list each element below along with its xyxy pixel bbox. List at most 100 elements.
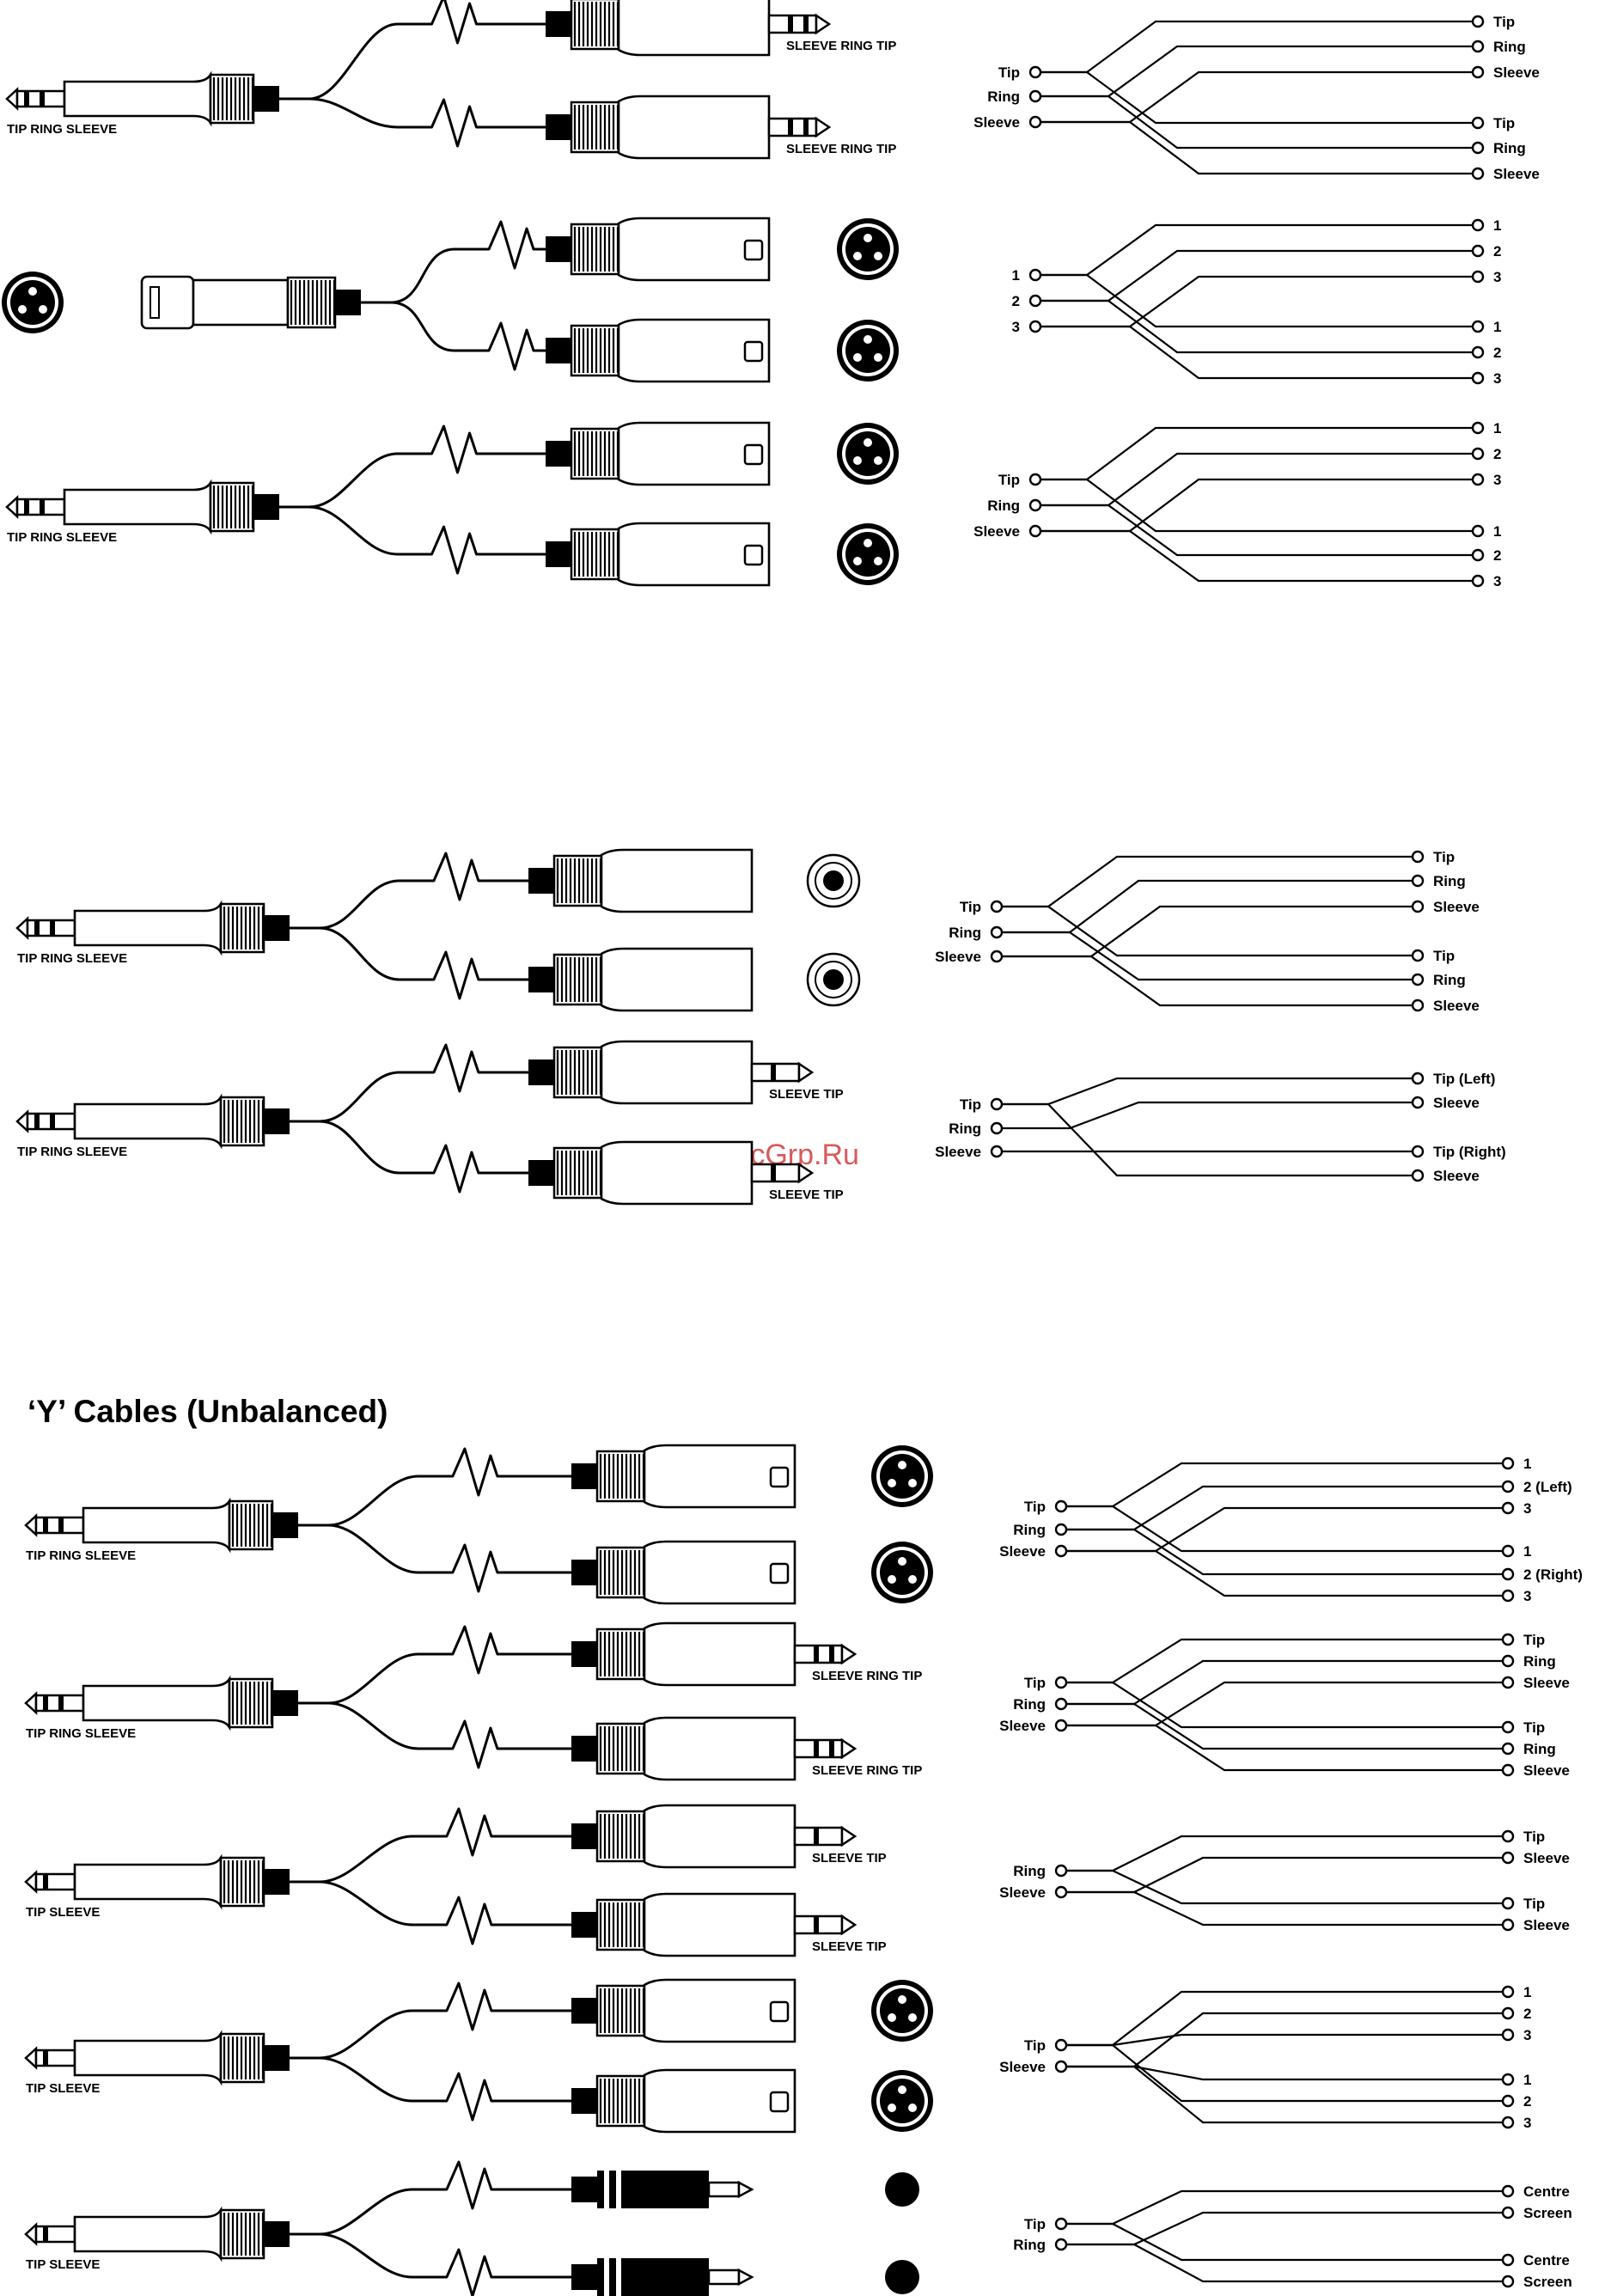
- wiring-right-pin-label: Tip: [1493, 115, 1515, 131]
- branch-connector-lower-u-ts-to-2ts: [571, 1892, 857, 1957]
- jack-socket-face-icon: [806, 952, 861, 1007]
- source-connector-u-ts-to-2ts: [24, 1853, 290, 1910]
- branch-connector-caption: SLEEVE RING TIP: [812, 1669, 922, 1683]
- branch-cable-upper: [390, 220, 546, 304]
- branch-connector-caption: SLEEVE RING TIP: [812, 1763, 922, 1778]
- jack-socket-face-icon: [806, 853, 861, 908]
- branch-connector-caption: SLEEVE TIP: [812, 1851, 887, 1865]
- wiring-left-pin-label: Sleeve: [999, 2059, 1046, 2075]
- wiring-right-pin-label: Sleeve: [1523, 1850, 1570, 1866]
- wiring-right-pin-label: Tip: [1523, 1829, 1545, 1845]
- wiring-left-pin-label: Sleeve: [973, 114, 1020, 131]
- branch-connector-upper-trs-to-2trs: [546, 0, 832, 57]
- source-connector-trs-to-2jack-socket: [15, 900, 290, 956]
- source-connector-caption: TIP RING SLEEVE: [17, 1145, 127, 1159]
- wiring-right-pin-label: Tip: [1433, 948, 1455, 964]
- xlr-male-face-icon: [837, 320, 899, 382]
- source-connector-xlrf-to-2xlrm: [140, 275, 361, 330]
- wiring-left-pin-label: Sleeve: [935, 1144, 981, 1160]
- xlr-male-face-icon: [871, 1542, 933, 1603]
- source-connector-caption: TIP RING SLEEVE: [7, 530, 117, 545]
- wiring-right-pin-label: Sleeve: [1523, 1675, 1570, 1691]
- xlr-female-face-icon: [2, 272, 64, 333]
- wiring-left-pin-label: Ring: [1013, 1522, 1046, 1538]
- branch-connector-lower-trs-to-2xlrm: [546, 522, 771, 587]
- branch-connector-lower-u-ts-to-2rca: [571, 2258, 754, 2296]
- branch-connector-caption: SLEEVE TIP: [769, 1087, 844, 1102]
- source-connector-u-trs-to-2xlrm: [24, 1497, 298, 1554]
- wiring-left-pin-label: Ring: [949, 925, 981, 941]
- wiring-left-pin-label: 1: [1012, 267, 1020, 284]
- xlr-male-face-icon: [837, 218, 899, 280]
- branch-cable-lower: [319, 926, 528, 1000]
- branch-cable-lower: [390, 301, 546, 371]
- wiring-left-pin-label: Sleeve: [999, 1718, 1046, 1734]
- branch-cable-upper: [319, 2160, 571, 2236]
- source-connector-caption: TIP RING SLEEVE: [17, 951, 127, 966]
- wiring-right-pin-label: 2: [1493, 446, 1501, 462]
- source-connector-u-trs-to-2trs: [24, 1675, 298, 1731]
- source-connector-caption: TIP RING SLEEVE: [26, 1548, 136, 1563]
- wiring-left-pin-label: Sleeve: [999, 1884, 1046, 1901]
- branch-connector-lower-trs-to-2ts-stereo: [528, 1140, 815, 1206]
- wiring-right-pin-label: Sleeve: [1493, 64, 1540, 81]
- wiring-right-pin-label: 3: [1493, 472, 1501, 488]
- wiring-right-pin-label: 1: [1493, 523, 1501, 540]
- wiring-right-pin-label: 2: [1523, 2093, 1531, 2110]
- wiring-right-pin-label: 3: [1493, 573, 1501, 589]
- wiring-left-pin-label: Tip: [960, 1096, 981, 1113]
- branch-connector-upper-trs-to-2jack-socket: [528, 848, 754, 913]
- branch-cable-upper: [319, 852, 528, 930]
- wiring-left-pin-label: 2: [1012, 293, 1020, 309]
- wiring-right-pin-label: Tip: [1523, 1719, 1545, 1736]
- wiring-right-pin-label: Sleeve: [1493, 166, 1540, 182]
- wiring-right-pin-label: Tip: [1493, 14, 1515, 30]
- wiring-left-pin-label: Ring: [1013, 1863, 1046, 1879]
- branch-connector-caption: SLEEVE TIP: [812, 1939, 887, 1954]
- branch-cable-lower: [308, 97, 546, 148]
- source-connector-caption: TIP SLEEVE: [26, 2081, 100, 2096]
- branch-cable-upper: [327, 1447, 571, 1527]
- wiring-right-pin-label: 2: [1523, 2006, 1531, 2022]
- wiring-right-pin-label: 1: [1493, 319, 1501, 335]
- branch-cable-lower: [327, 1524, 571, 1593]
- rca-face-icon: [885, 2172, 919, 2207]
- branch-cable-lower: [319, 2232, 571, 2296]
- wiring-left-pin-label: Ring: [1013, 1696, 1046, 1713]
- branch-cable-upper: [319, 1982, 571, 2060]
- wiring-right-pin-label: 1: [1493, 217, 1501, 234]
- source-connector-u-ts-to-2rca: [24, 2206, 290, 2262]
- wiring-right-pin-label: Tip: [1523, 1896, 1545, 1912]
- wiring-right-pin-label: Sleeve: [1523, 1917, 1570, 1933]
- wiring-right-pin-label: 2 (Right): [1523, 1566, 1583, 1583]
- branch-cable-lower: [327, 1701, 571, 1769]
- wiring-right-pin-label: 3: [1523, 1500, 1531, 1517]
- branch-cable-lower: [319, 1120, 528, 1194]
- source-connector-trs-to-2trs: [5, 70, 279, 127]
- wiring-right-pin-label: 1: [1523, 1543, 1531, 1560]
- wiring-left-pin-label: Tip: [1024, 1499, 1046, 1515]
- branch-connector-upper-xlrf-to-2xlrm: [546, 217, 771, 282]
- wiring-left-pin-label: Tip: [998, 472, 1020, 488]
- source-connector-caption: TIP RING SLEEVE: [7, 122, 117, 137]
- wiring-right-pin-label: Sleeve: [1433, 899, 1480, 915]
- wiring-right-pin-label: Tip (Left): [1433, 1071, 1495, 1087]
- wiring-right-pin-label: Sleeve: [1433, 1168, 1480, 1184]
- wiring-right-pin-label: 2 (Left): [1523, 1479, 1572, 1495]
- wiring-right-pin-label: 3: [1493, 370, 1501, 387]
- wiring-right-pin-label: Ring: [1523, 1653, 1556, 1670]
- wiring-left-pin-label: Sleeve: [999, 1543, 1046, 1560]
- wiring-right-pin-label: 3: [1523, 2027, 1531, 2043]
- branch-connector-upper-trs-to-2xlrm: [546, 421, 771, 486]
- source-connector-caption: TIP RING SLEEVE: [26, 1726, 136, 1741]
- branch-connector-caption: SLEEVE TIP: [769, 1188, 844, 1202]
- branch-cable-lower: [308, 505, 546, 575]
- wiring-right-pin-label: Ring: [1523, 1741, 1556, 1757]
- xlr-male-face-icon: [871, 2070, 933, 2132]
